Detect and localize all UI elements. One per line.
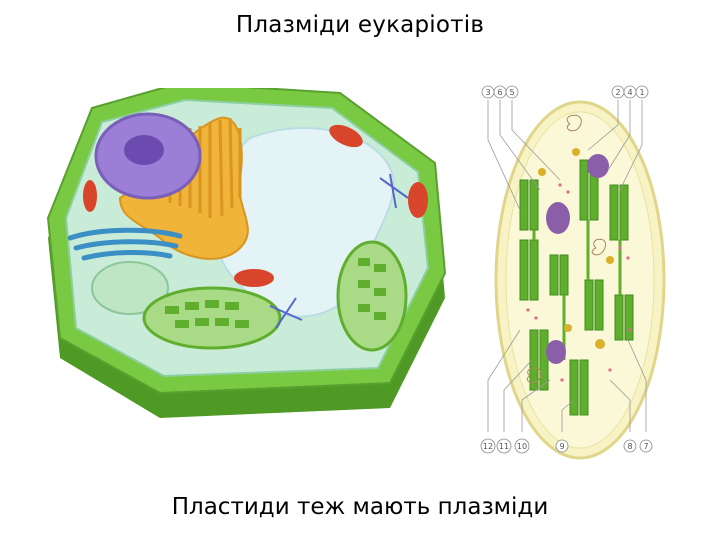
label-bottom-1: 12 [483,442,493,451]
mitochondrion-1 [329,124,363,148]
vesicle [91,261,169,315]
label-top-5: 4 [627,88,632,97]
slide-title: Плазміди еукаріотів [235,12,485,38]
label-top-6: 1 [639,88,644,97]
plant-cell-illustration [46,88,447,418]
endoplasmic-reticulum [118,116,249,260]
label-bottom-4: 9 [559,442,564,451]
chloroplast-diagram: 3 6 5 2 4 1 12 11 10 9 8 7 [480,85,666,460]
chloroplast-2 [336,240,408,352]
label-top-4: 2 [615,88,620,97]
mitochondrion-4 [83,180,97,212]
starch-grain-3 [546,340,566,364]
nucleolus [124,135,164,165]
starch-grain-2 [587,154,609,178]
label-top-2: 6 [497,88,502,97]
label-bottom-6: 7 [643,442,648,451]
plastid-dna [526,114,607,384]
starch-grain-1 [546,202,570,234]
label-top-1: 3 [485,88,490,97]
chloroplast-1 [142,286,282,350]
label-bottom-3: 10 [517,442,527,451]
golgi-apparatus [67,227,183,261]
mitochondrion-3 [234,269,274,287]
label-bottom-5: 8 [627,442,632,451]
mitochondrion-2 [408,182,428,218]
label-top-3: 5 [509,88,514,97]
label-bottom-2: 11 [499,442,509,451]
slide-caption: Пластиди теж мають плазміди [171,494,549,520]
